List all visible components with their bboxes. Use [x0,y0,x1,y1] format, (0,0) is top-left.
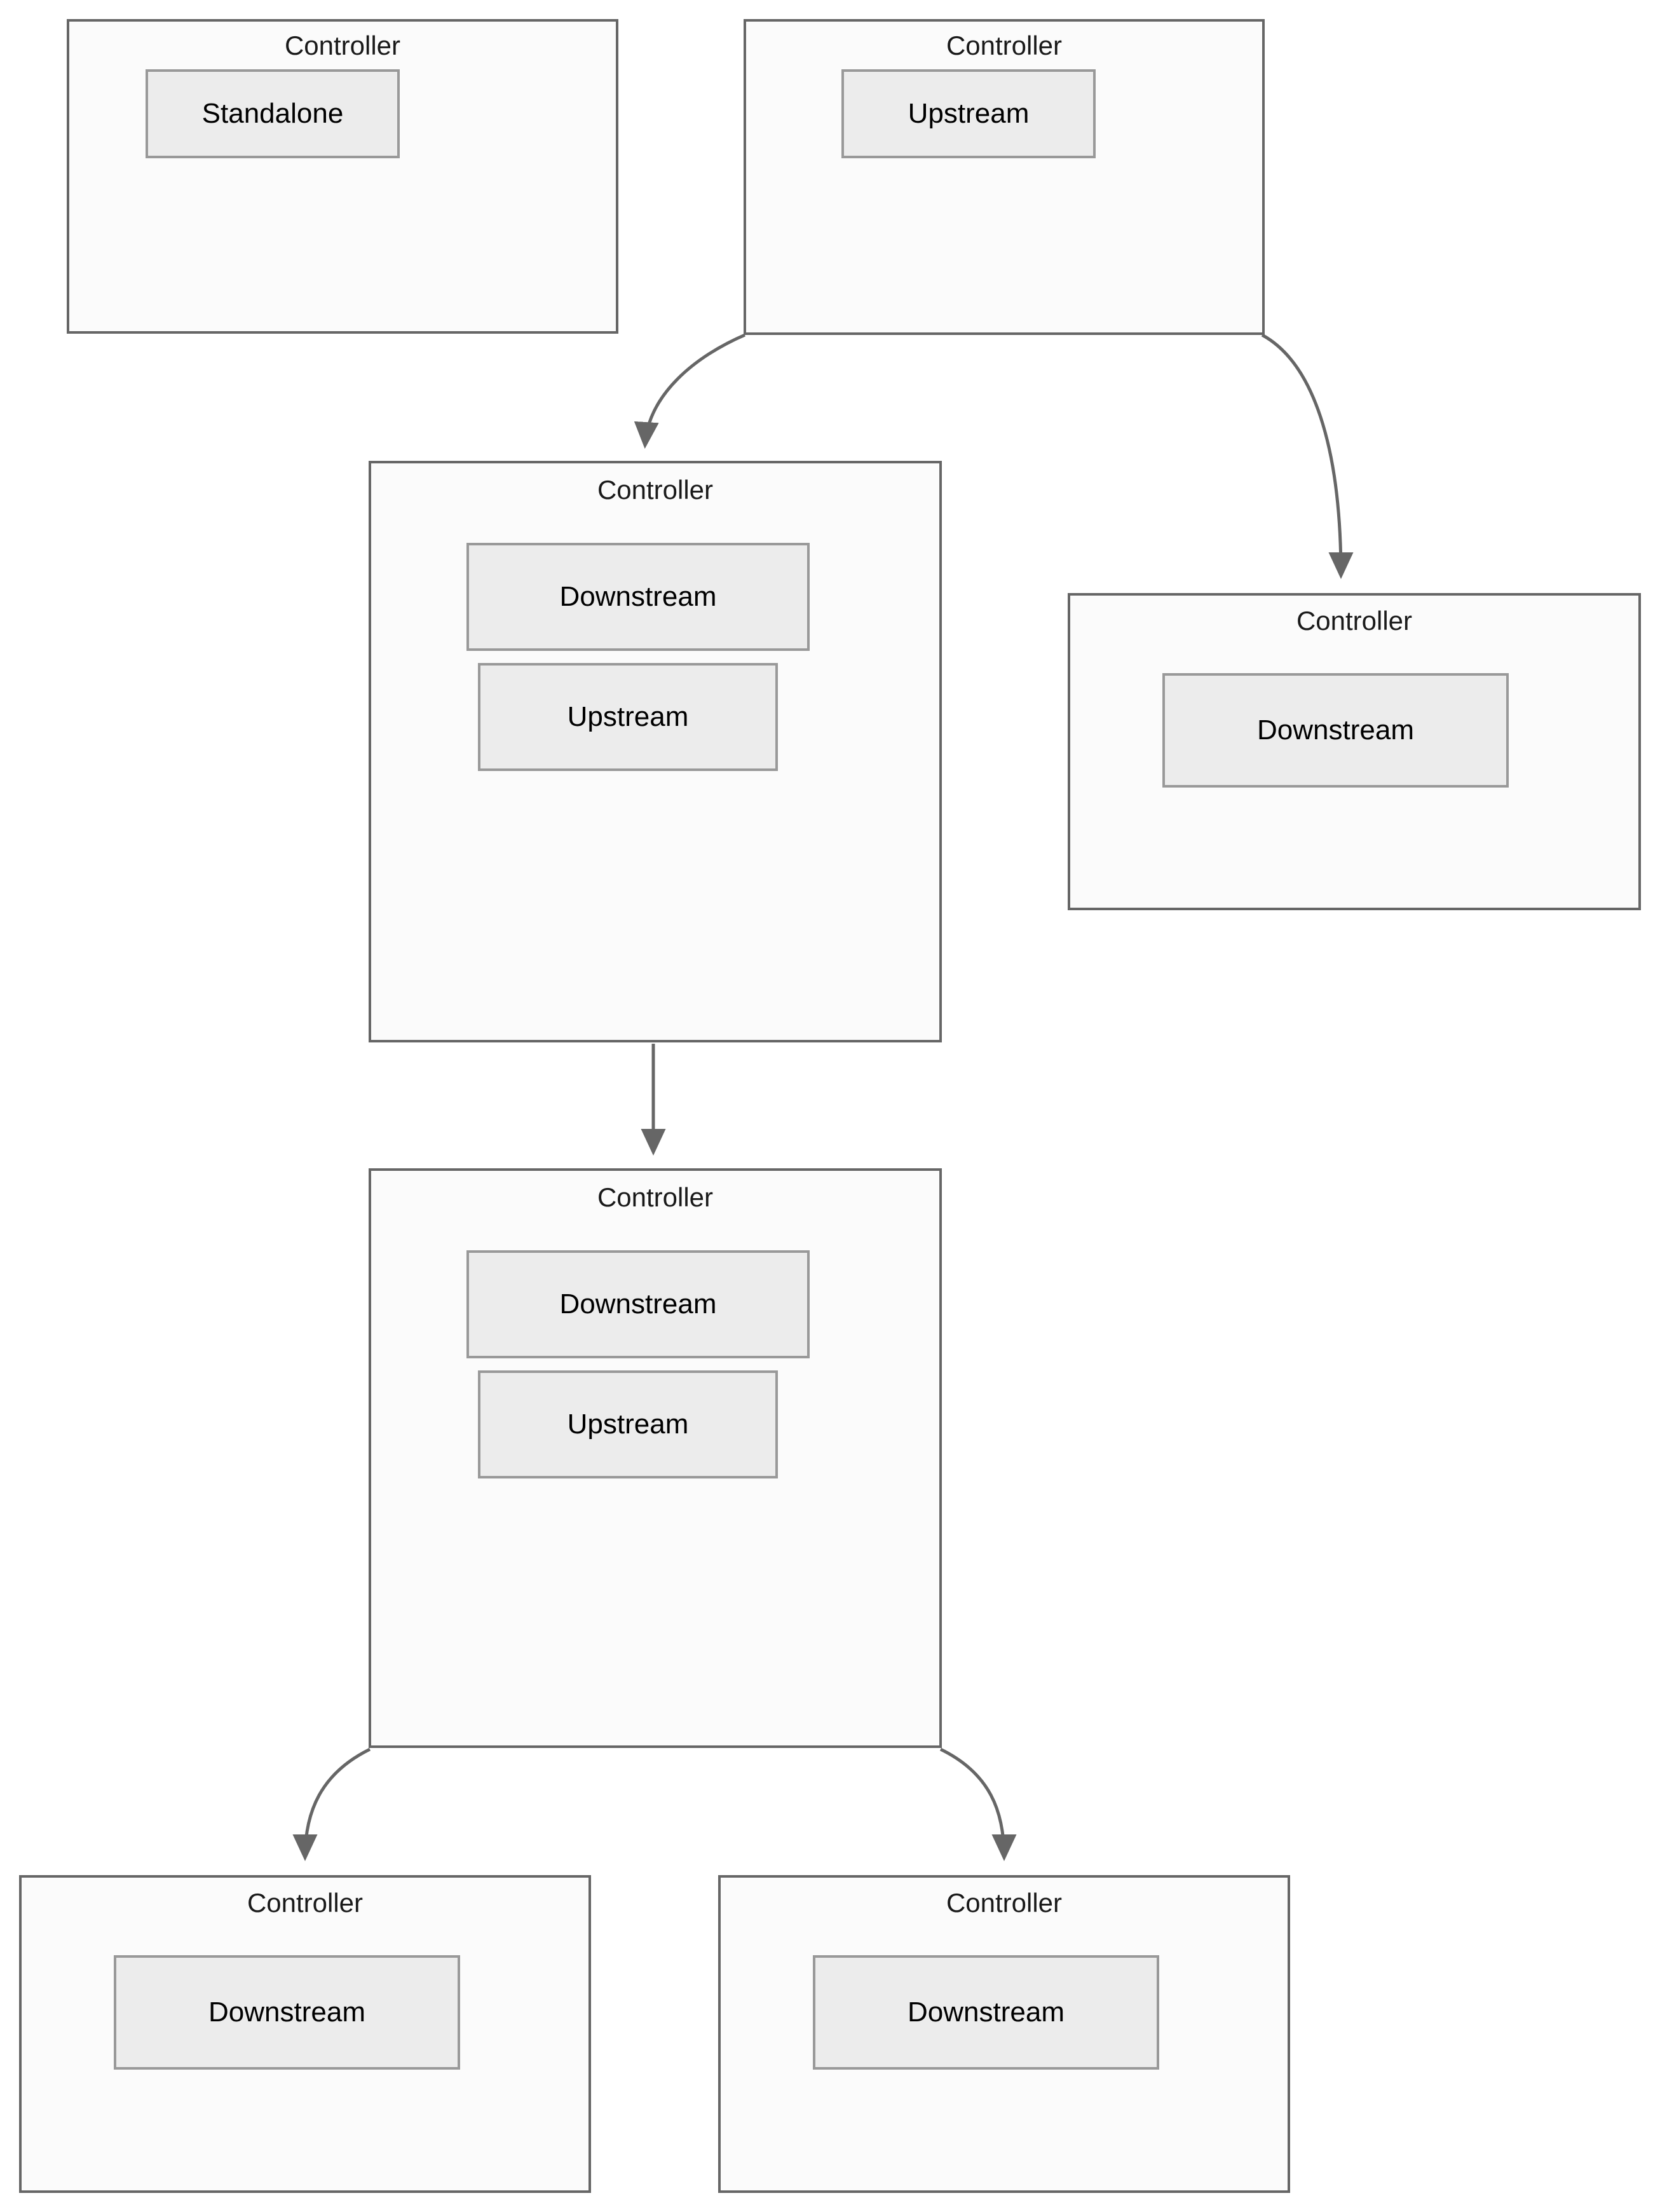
node-root-upstream[interactable]: Upstream [841,69,1096,158]
node-label: Downstream [1257,714,1414,746]
node-label: Standalone [201,98,344,129]
node-lower-downstream[interactable]: Downstream [466,1250,810,1358]
node-label: Downstream [559,581,717,612]
node-standalone[interactable]: Standalone [146,69,400,158]
controller-title: Controller [597,1182,714,1212]
edge-root-to-right [1261,333,1354,580]
node-leaf-left-downstream[interactable]: Downstream [114,1955,460,2070]
edge-lower-to-leaf-left [292,1747,371,1862]
node-label: Upstream [567,1409,689,1440]
node-mid-downstream[interactable]: Downstream [466,543,810,651]
controller-title: Controller [284,31,401,60]
controller-title: Controller [1296,606,1413,636]
node-label: Downstream [559,1288,717,1320]
node-label: Upstream [908,98,1030,129]
node-mid-upstream[interactable]: Upstream [478,663,778,771]
controller-title: Controller [597,475,714,505]
node-lower-upstream[interactable]: Upstream [478,1370,778,1478]
node-leaf-right-downstream[interactable]: Downstream [813,1955,1159,2070]
controller-title: Controller [946,31,1063,60]
node-label: Downstream [208,1997,365,2028]
controller-title: Controller [247,1888,364,1918]
edge-lower-to-leaf-right [939,1747,1017,1862]
node-label: Downstream [908,1997,1065,2028]
controller-title: Controller [946,1888,1063,1918]
node-label: Upstream [567,701,689,732]
node-right-downstream[interactable]: Downstream [1162,673,1509,788]
edge-root-to-mid [634,333,745,449]
